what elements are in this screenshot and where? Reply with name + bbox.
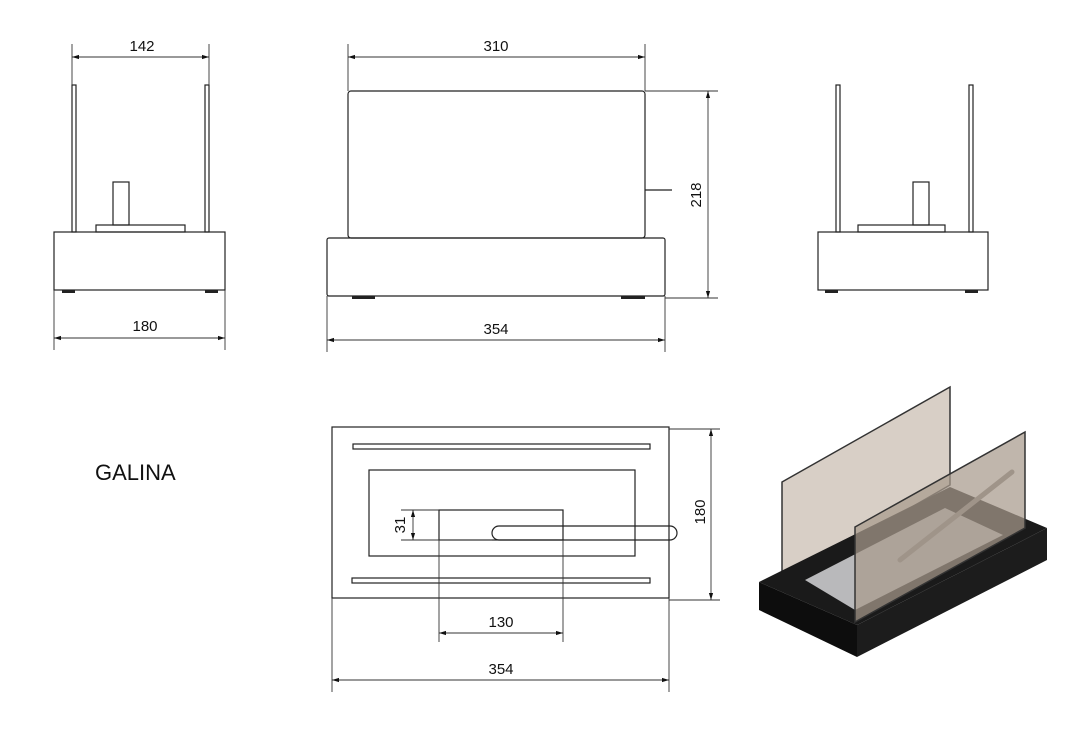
base	[817, 231, 989, 291]
glass-panel-right	[204, 84, 210, 233]
foot	[62, 290, 75, 293]
foot	[965, 290, 978, 293]
base	[326, 237, 666, 297]
base-outline	[331, 426, 670, 599]
dimension-label: 180	[132, 318, 157, 335]
base-side	[857, 528, 1047, 657]
burner-outline	[438, 509, 564, 541]
dimension-label: 31	[392, 517, 409, 534]
foot	[621, 296, 645, 299]
glass-panel-front	[854, 430, 1026, 624]
dimension-label: 310	[483, 38, 508, 55]
burner-plate	[95, 224, 186, 233]
burner-plate	[857, 224, 946, 233]
dimension-label: 354	[488, 661, 513, 678]
tray-outline	[368, 469, 636, 557]
glass-slot-back	[352, 443, 651, 450]
dimension-label: 130	[488, 614, 513, 631]
front-view: 310 218 354	[326, 38, 718, 352]
glass-panel-left	[71, 84, 77, 233]
glass-panel-left	[835, 84, 841, 233]
base-front	[759, 582, 857, 657]
foot	[205, 290, 218, 293]
glass-panel	[347, 90, 646, 239]
base	[53, 231, 226, 291]
product-name: GALINA	[95, 460, 176, 485]
isometric-render	[759, 385, 1047, 657]
plan-view: 31 180 130 354	[331, 426, 720, 692]
side-view-right	[817, 84, 989, 293]
dimension-label: 218	[688, 182, 705, 207]
burner-handle	[491, 525, 678, 541]
burner-handle	[112, 181, 130, 226]
foot	[825, 290, 838, 293]
side-view-left: 142 180	[53, 38, 226, 350]
glass-slot-front	[351, 577, 651, 584]
burner-handle	[912, 181, 930, 226]
foot	[352, 296, 375, 299]
dimension-label: 142	[129, 38, 154, 55]
glass-panel-right	[968, 84, 974, 233]
dimension-label: 180	[692, 499, 709, 524]
dimension-label: 354	[483, 321, 508, 338]
